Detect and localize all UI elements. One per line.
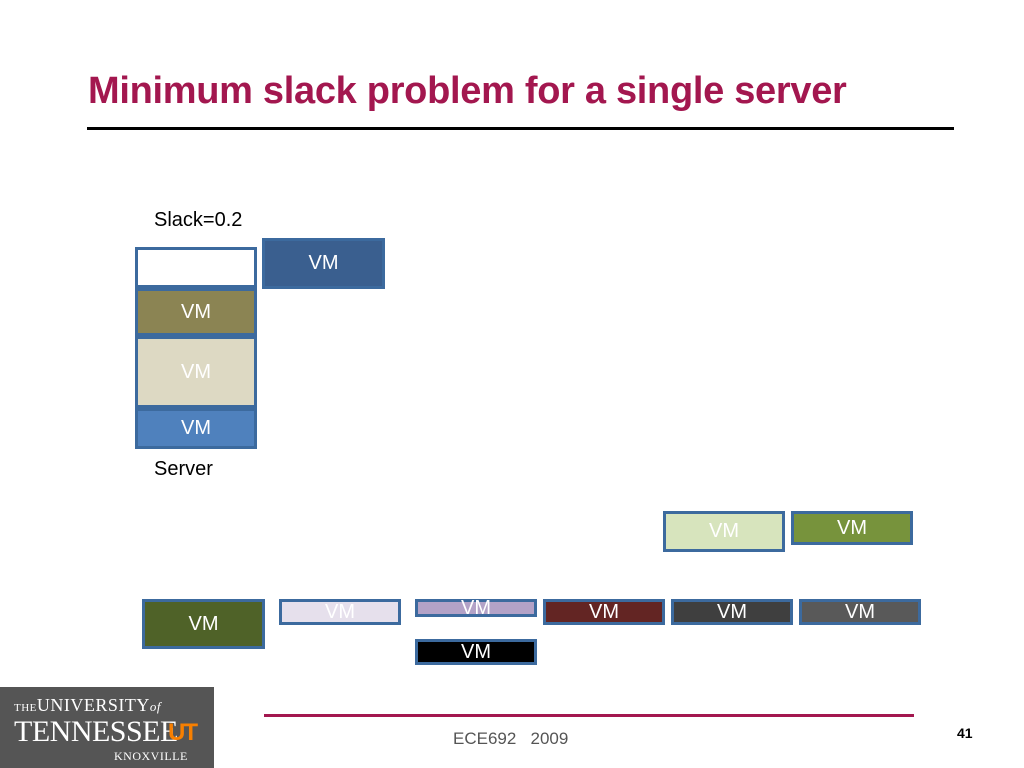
slack-label: Slack=0.2 <box>154 209 243 231</box>
queue-vm-purple: VM <box>415 597 537 619</box>
incoming-vm: VM <box>262 238 385 289</box>
queue-vm-dark-olive: VM <box>142 599 265 649</box>
logo-line-university: THEUNIVERSITYof <box>14 695 162 715</box>
queue-vm-charcoal: VM <box>671 599 793 625</box>
queue-vm-lavender: VM <box>279 599 401 625</box>
logo-line-knoxville: KNOXVILLE <box>114 749 188 763</box>
ut-logo-icon: UT <box>168 719 198 746</box>
logo-line-tennessee: TENNESSEE <box>14 715 178 748</box>
queue-vm-maroon: VM <box>543 599 665 625</box>
server-vm-3: VM <box>135 408 257 449</box>
title-divider <box>87 127 954 130</box>
queue-vm-gray: VM <box>799 599 921 625</box>
slide-title: Minimum slack problem for a single serve… <box>88 70 847 112</box>
server-label: Server <box>154 458 213 480</box>
server-slack-space <box>135 247 257 288</box>
queue-vm-pale-green: VM <box>663 511 785 552</box>
footer-course: ECE692 2009 <box>453 729 569 748</box>
university-logo: THEUNIVERSITYof TENNESSEE UT KNOXVILLE <box>0 687 214 768</box>
server-vm-2: VM <box>135 336 257 408</box>
queue-vm-olive: VM <box>791 511 913 545</box>
queue-vm-black: VM <box>415 639 537 665</box>
page-number: 41 <box>957 725 973 741</box>
footer-divider <box>264 714 914 717</box>
server-vm-1: VM <box>135 288 257 336</box>
